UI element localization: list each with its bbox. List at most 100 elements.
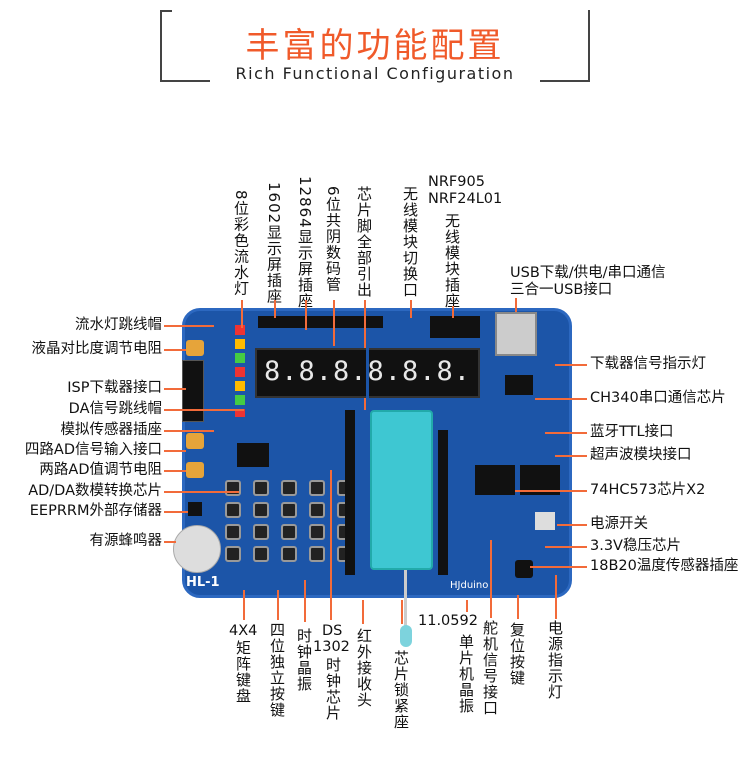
arrow	[164, 430, 214, 432]
usb-port[interactable]	[495, 312, 537, 356]
arrow	[274, 300, 276, 318]
ad-pot-2[interactable]	[186, 462, 204, 478]
zif-lever[interactable]	[404, 570, 407, 635]
label-wireless-switch: 无线模块切换口	[401, 186, 419, 298]
key[interactable]	[253, 524, 269, 540]
key[interactable]	[253, 546, 269, 562]
buzzer	[173, 525, 221, 573]
label-ds1302: 时钟芯片	[324, 657, 342, 721]
brand: HJduino	[450, 580, 489, 591]
label-wireless-socket: 无线模块插座	[443, 213, 461, 309]
label-7seg: 6位共阴数码管	[324, 186, 342, 293]
label-power-switch: 电源开关	[590, 516, 648, 532]
label-pins: 芯片脚全部引出	[355, 186, 373, 298]
key[interactable]	[281, 502, 297, 518]
zif-socket	[370, 410, 433, 570]
label-eeprom: EEPRRM外部存储器	[29, 503, 162, 519]
key[interactable]	[225, 546, 241, 562]
adda-chip	[237, 443, 269, 467]
ad-pot-1[interactable]	[186, 433, 204, 449]
label-isp: ISP下载器接口	[67, 380, 162, 396]
key[interactable]	[225, 480, 241, 496]
arrow	[515, 490, 587, 492]
arrow	[466, 600, 468, 612]
arrow	[517, 595, 519, 619]
label-buzzer: 有源蜂鸣器	[89, 533, 163, 549]
label-zif: 芯片锁紧座	[392, 650, 410, 730]
key[interactable]	[253, 480, 269, 496]
reset-button[interactable]	[515, 560, 533, 578]
display-divider	[366, 348, 369, 398]
led-row	[235, 325, 245, 417]
arrow	[545, 432, 587, 434]
arrow	[545, 546, 587, 548]
label-adda-chip: AD/DA数模转换芯片	[28, 483, 162, 499]
arrow	[557, 524, 587, 526]
arrow	[452, 306, 454, 318]
arrow	[305, 300, 307, 330]
arrow	[555, 575, 557, 619]
label-servo: 舵机信号接口	[481, 620, 499, 716]
board-model: HL-1	[186, 575, 220, 590]
label-sensor-socket: 模拟传感器插座	[60, 422, 163, 438]
label-freq: 11.0592	[418, 613, 478, 629]
label-ir: 红外接收头	[355, 628, 373, 708]
eeprom-chip	[188, 502, 202, 516]
label-lcd1602: 1602显示屏插座	[265, 182, 283, 305]
label-matrix-top: 4X4	[229, 623, 258, 639]
key[interactable]	[309, 502, 325, 518]
arrow	[555, 455, 587, 457]
label-bluetooth: 蓝牙TTL接口	[590, 424, 674, 440]
label-power-led: 电源指示灯	[546, 620, 564, 700]
key[interactable]	[281, 480, 297, 496]
arrow	[241, 300, 243, 328]
label-da-jumper: DA信号跳线帽	[68, 401, 162, 417]
wireless-header	[430, 316, 480, 338]
arrow	[164, 511, 188, 513]
hc573-chip-1	[475, 465, 515, 495]
button-matrix	[225, 480, 359, 562]
arrow	[490, 540, 492, 618]
label-contrast-pot: 液晶对比度调节电阻	[31, 341, 163, 357]
key[interactable]	[309, 546, 325, 562]
arrow	[164, 450, 186, 452]
label-mcu-crystal: 单片机晶振	[457, 634, 475, 714]
label-ad-pot: 两路AD值调节电阻	[39, 462, 162, 478]
pin-header-right	[438, 430, 448, 575]
arrow	[164, 325, 214, 327]
label-ultrasonic: 超声波模块接口	[590, 447, 692, 463]
key[interactable]	[281, 546, 297, 562]
label-usb-1: USB下载/供电/串口通信	[510, 265, 666, 281]
lcd1602-header	[258, 316, 383, 328]
contrast-pot[interactable]	[186, 340, 204, 356]
label-nrf905: NRF905	[428, 174, 485, 190]
arrow	[164, 388, 186, 390]
label-lcd12864: 12864显示屏插座	[296, 176, 314, 309]
label-indep-keys: 四位独立按键	[268, 622, 286, 718]
key[interactable]	[281, 524, 297, 540]
label-usb-2: 三合一USB接口	[510, 282, 613, 298]
label-led-jumper: 流水灯跳线帽	[75, 317, 162, 333]
label-clock-crystal: 时钟晶振	[295, 628, 313, 692]
arrow	[277, 590, 279, 620]
arrow	[333, 300, 335, 346]
key[interactable]	[253, 502, 269, 518]
arrow	[530, 566, 587, 568]
label-ds: DS	[322, 623, 343, 639]
key[interactable]	[309, 524, 325, 540]
label-ch340: CH340串口通信芯片	[590, 390, 726, 406]
arrow	[304, 580, 306, 622]
key[interactable]	[225, 502, 241, 518]
label-matrix: 矩阵键盘	[234, 640, 252, 704]
key[interactable]	[225, 524, 241, 540]
label-1302: 1302	[313, 639, 350, 655]
arrow	[243, 590, 245, 620]
page-subtitle: Rich Functional Configuration	[210, 64, 540, 83]
key[interactable]	[309, 480, 325, 496]
arrow	[164, 491, 239, 493]
power-switch[interactable]	[535, 512, 555, 530]
label-ad-input: 四路AD信号输入接口	[24, 442, 162, 458]
arrow	[515, 298, 517, 312]
zif-lever-handle[interactable]	[400, 625, 412, 647]
isp-header	[182, 360, 204, 422]
